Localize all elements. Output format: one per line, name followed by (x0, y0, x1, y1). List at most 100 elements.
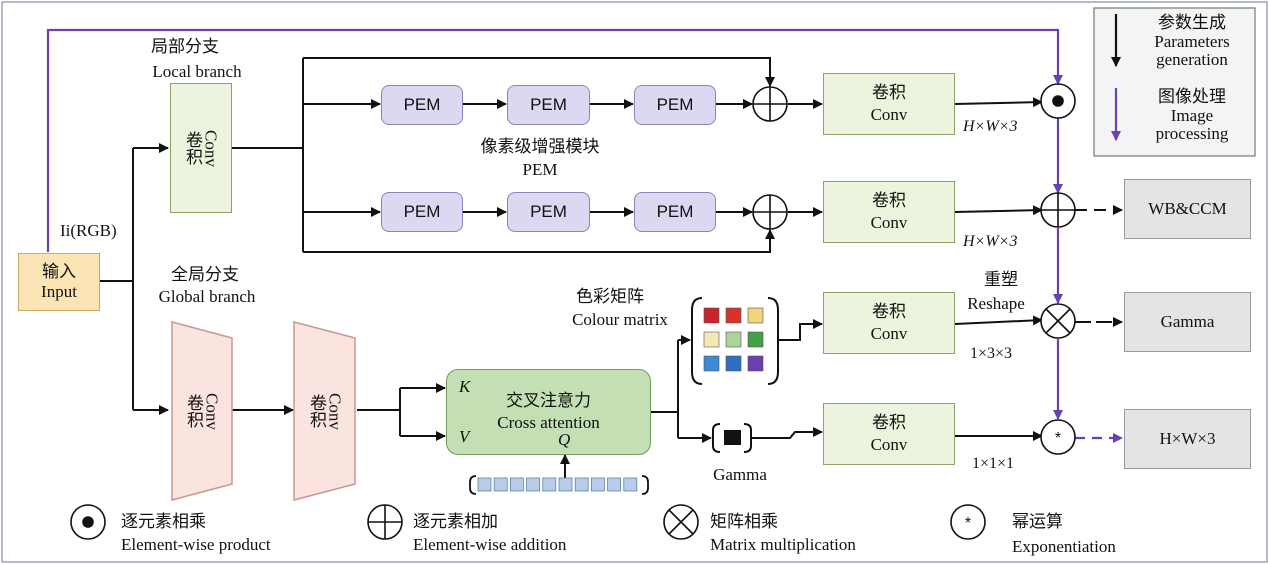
wire-conv1-product (954, 97, 1043, 108)
wire-image-path-top (46, 28, 1063, 252)
query-token (509, 477, 524, 492)
conv-box-2-en: Conv (870, 213, 908, 232)
pem-block-5: PEM (507, 192, 590, 232)
wire-matrix-conv3 (778, 319, 823, 341)
matrix-cell (725, 307, 742, 324)
query-token (526, 477, 540, 492)
product-operator (1040, 83, 1076, 119)
local-conv-en: Conv (201, 129, 221, 167)
pem-block-4: PEM (381, 192, 463, 232)
wire-gamma-conv4 (752, 427, 823, 439)
legend-image-text: 图像处理 Image processing (1130, 87, 1254, 144)
matrix-bracket-left (691, 297, 703, 385)
legend-addition-icon (367, 504, 403, 540)
cross-attention-zh: 交叉注意力 (506, 390, 591, 410)
wire-skip-top (303, 57, 775, 87)
legend-params-en2: generation (1156, 50, 1228, 70)
local-branch-zh: 局部分支 (151, 37, 219, 56)
pem-caption-zh: 像素级增强模块 (480, 137, 600, 156)
add-operator-1 (752, 86, 788, 122)
reshape-en: Reshape (967, 294, 1025, 313)
dim-hw3-b: H×W×3 (963, 233, 1018, 250)
colour-matrix-cells (703, 307, 764, 372)
global-conv-2-zh: 卷积 (307, 394, 326, 428)
local-branch-en: Local branch (152, 62, 242, 81)
legend-expo-icon (950, 504, 986, 540)
add-operator-3 (1040, 192, 1076, 228)
matrix-cell (703, 355, 720, 372)
output-wbccm: WB&CCM (1124, 179, 1251, 239)
conv-box-2: 卷积 Conv (823, 181, 955, 243)
q-input-label: Q (558, 430, 571, 449)
query-token (591, 477, 605, 492)
cross-attention-box: 交叉注意力 Cross attention (446, 369, 651, 455)
wire-skip-bottom (303, 229, 775, 253)
local-conv-zh: 卷积 (183, 131, 202, 165)
pem-block-1: PEM (381, 85, 463, 125)
cross-attention-en: Cross attention (497, 413, 600, 432)
global-conv-2-shape (293, 321, 356, 501)
query-token (623, 477, 638, 492)
input-label-en: Input (41, 282, 77, 301)
legend-image-en1: Image (1170, 105, 1214, 125)
legend-image-zh: 图像处理 (1158, 87, 1226, 106)
wire-conv2-add (954, 205, 1043, 216)
legend-params-en1: Parameters (1154, 31, 1230, 51)
matrix-cell (725, 355, 742, 372)
input-box: 输入 Input (18, 253, 100, 311)
dim-hw3-a: H×W×3 (963, 118, 1018, 135)
add-operator-2 (752, 194, 788, 230)
query-token (607, 477, 621, 492)
pem-block-2: PEM (507, 85, 590, 125)
expo-asterisk: * (1055, 430, 1061, 447)
wire-conv3-matmul (954, 315, 1043, 326)
legend-expo-en: Exponentiation (1012, 537, 1116, 556)
query-token (477, 477, 492, 492)
legend-matmul-zh: 矩阵相乘 (710, 512, 778, 531)
matmul-operator (1040, 303, 1076, 339)
gamma-token (724, 430, 741, 445)
conv-box-1-zh: 卷积 (872, 82, 906, 102)
conv-box-2-zh: 卷积 (872, 190, 906, 210)
global-conv-1-shape (171, 321, 233, 501)
q-bracket-left (469, 475, 477, 495)
expo-operator (1040, 419, 1076, 455)
conv-box-4-zh: 卷积 (872, 412, 906, 432)
dim-133: 1×3×3 (970, 345, 1013, 362)
query-token (542, 477, 557, 492)
matrix-cell (747, 331, 764, 348)
gamma-bracket-left (712, 423, 721, 453)
global-conv-1-zh: 卷积 (184, 394, 203, 428)
global-conv-1-en: Conv (202, 392, 222, 430)
query-token (574, 477, 589, 492)
global-branch-zh: 全局分支 (171, 265, 239, 284)
legend-expo-asterisk: * (965, 515, 971, 532)
conv-box-1-en: Conv (870, 105, 908, 124)
legend-params-text: 参数生成 Parameters generation (1130, 13, 1254, 70)
output-hw3: H×W×3 (1124, 409, 1251, 469)
legend-addition-zh: 逐元素相加 (413, 512, 498, 531)
pem-block-6: PEM (634, 192, 716, 232)
legend-matmul-en: Matrix multiplication (710, 535, 856, 554)
conv-box-4: 卷积 Conv (823, 403, 955, 465)
conv-box-4-en: Conv (870, 435, 908, 454)
global-branch-en: Global branch (158, 287, 256, 306)
gamma-token-label: Gamma (713, 465, 767, 484)
v-input-label: V (459, 427, 470, 446)
query-token (493, 477, 508, 492)
local-conv-box: 卷积 Conv (170, 83, 232, 213)
global-conv-2-en: Conv (325, 392, 345, 430)
legend-matmul-icon (663, 504, 699, 540)
legend-product-zh: 逐元素相乘 (121, 512, 206, 531)
query-token (558, 477, 573, 492)
dim-111: 1×1×1 (972, 455, 1015, 472)
colour-matrix-zh: 色彩矩阵 (576, 287, 644, 306)
conv-box-3-zh: 卷积 (872, 301, 906, 321)
pem-block-3: PEM (634, 85, 716, 125)
input-label-zh: 输入 (42, 261, 76, 281)
legend-product-icon (70, 504, 106, 540)
